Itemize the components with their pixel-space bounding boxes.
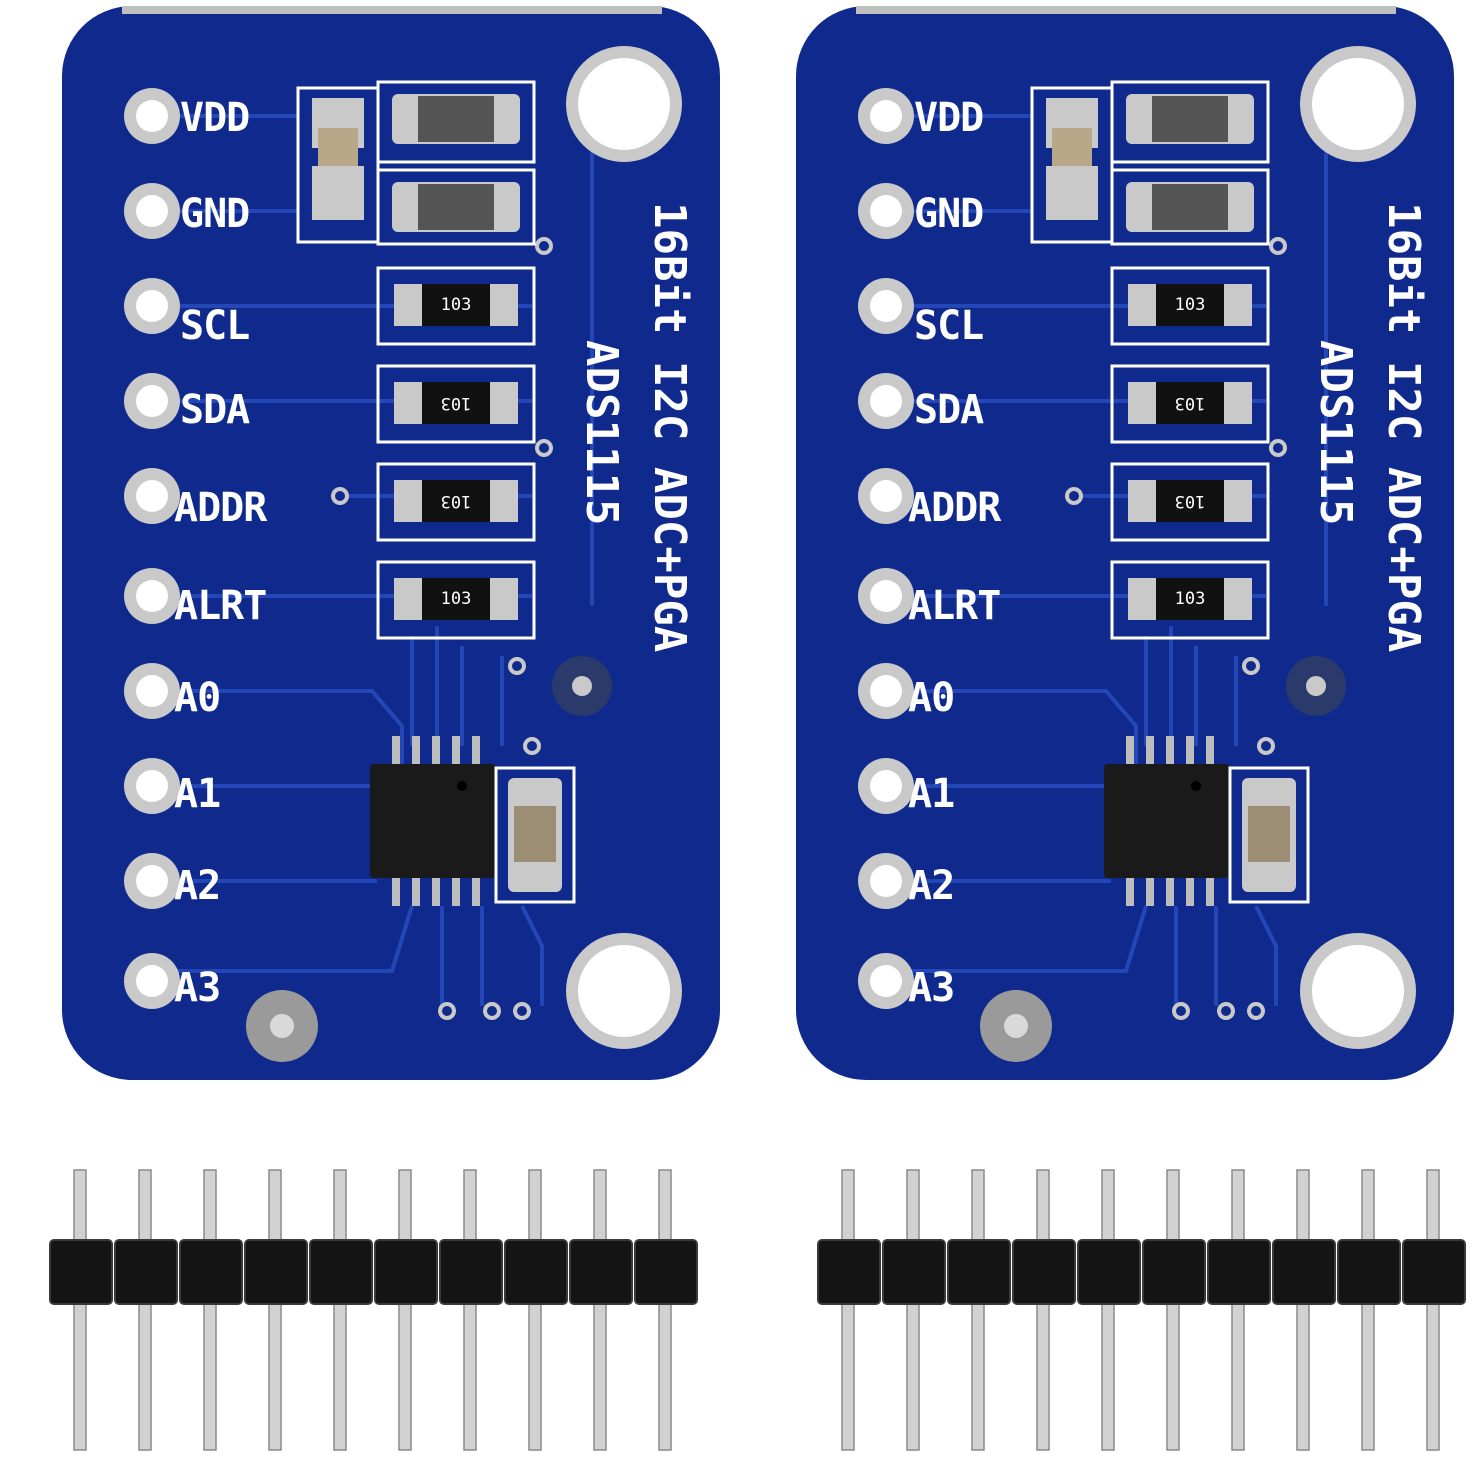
resistor-code: 103: [1174, 491, 1206, 511]
resistor-code: 103: [1174, 589, 1206, 609]
header-pin: [1426, 1169, 1440, 1451]
header-pin: [268, 1169, 282, 1451]
header-pin: [528, 1169, 542, 1451]
header-housing-block: [817, 1239, 881, 1305]
board-title: 16Bit I2C ADC+PGA: [644, 202, 695, 653]
header-pin: [138, 1169, 152, 1451]
pin-label-alrt: ALRT: [908, 583, 1001, 629]
pin-header-left: [40, 1160, 720, 1460]
header-pin: [1361, 1169, 1375, 1451]
board-model: ADS1115: [1310, 340, 1361, 526]
header-housing-block: [1207, 1239, 1271, 1305]
header-pin: [658, 1169, 672, 1451]
pin-pads-left: [124, 88, 180, 1009]
pin-label-a1: A1: [908, 771, 955, 817]
pin-label-vdd: VDD: [180, 95, 250, 141]
pin-label-scl: SCL: [180, 303, 250, 349]
pcb-artwork-left: [62, 6, 720, 1080]
header-pin: [398, 1169, 412, 1451]
header-housing-block: [1077, 1239, 1141, 1305]
pin-label-vdd: VDD: [914, 95, 984, 141]
board-model: ADS1115: [576, 340, 627, 526]
pin-label-a3: A3: [908, 965, 955, 1011]
pin-label-alrt: ALRT: [174, 583, 267, 629]
pin-label-gnd: GND: [180, 191, 250, 237]
header-housing-block: [1142, 1239, 1206, 1305]
header-pin: [1101, 1169, 1115, 1451]
pin-label-sda: SDA: [914, 387, 984, 433]
resistor-code: 103: [1174, 393, 1206, 413]
header-housing-block: [1272, 1239, 1336, 1305]
header-pin: [333, 1169, 347, 1451]
header-pin: [73, 1169, 87, 1451]
pin-label-a2: A2: [908, 863, 955, 909]
header-housing-block: [114, 1239, 178, 1305]
header-pin: [1296, 1169, 1310, 1451]
header-housing-block: [179, 1239, 243, 1305]
header-pin: [906, 1169, 920, 1451]
header-housing-block: [244, 1239, 308, 1305]
pin-label-addr: ADDR: [908, 485, 1001, 531]
resistor-code: 103: [440, 491, 472, 511]
header-strip-right: [817, 1169, 1466, 1451]
adc-chip-left: [370, 736, 496, 906]
header-housing-block: [309, 1239, 373, 1305]
header-housing-block: [374, 1239, 438, 1305]
header-housing-block: [634, 1239, 698, 1305]
adc-chip-right: [1104, 736, 1230, 906]
resistor-code: 103: [440, 295, 472, 315]
header-pin: [463, 1169, 477, 1451]
pin-header-right: [808, 1160, 1482, 1460]
header-housing-block: [947, 1239, 1011, 1305]
header-housing-block: [1012, 1239, 1076, 1305]
header-housing-block: [49, 1239, 113, 1305]
pin-label-scl: SCL: [914, 303, 984, 349]
header-housing-block: [1337, 1239, 1401, 1305]
header-housing-block: [504, 1239, 568, 1305]
pin-label-a0: A0: [908, 675, 955, 721]
pin-label-a3: A3: [174, 965, 221, 1011]
pcb-artwork-right: [796, 6, 1454, 1080]
header-pin: [203, 1169, 217, 1451]
header-pin: [1166, 1169, 1180, 1451]
pin-label-sda: SDA: [180, 387, 250, 433]
header-strip-left: [49, 1169, 698, 1451]
header-housing-block: [439, 1239, 503, 1305]
pin-label-addr: ADDR: [174, 485, 267, 531]
adc-board-left: VDD GND SCL SDA ADDR ALRT A0 A1 A2 A3 10…: [62, 6, 720, 1086]
adc-board-right: VDD GND SCL SDA ADDR ALRT A0 A1 A2 A3 10…: [796, 6, 1454, 1086]
header-housing-block: [882, 1239, 946, 1305]
resistor-code: 103: [1174, 295, 1206, 315]
board-title: 16Bit I2C ADC+PGA: [1378, 202, 1429, 653]
header-pin: [841, 1169, 855, 1451]
header-housing-block: [569, 1239, 633, 1305]
header-housing-block: [1402, 1239, 1466, 1305]
pin-label-a2: A2: [174, 863, 221, 909]
header-pin: [593, 1169, 607, 1451]
pin-label-a0: A0: [174, 675, 221, 721]
pin-label-gnd: GND: [914, 191, 984, 237]
resistor-code: 103: [440, 589, 472, 609]
pin-pads-right: [858, 88, 914, 1009]
resistor-code: 103: [440, 393, 472, 413]
header-pin: [1231, 1169, 1245, 1451]
header-pin: [971, 1169, 985, 1451]
pin-label-a1: A1: [174, 771, 221, 817]
header-pin: [1036, 1169, 1050, 1451]
